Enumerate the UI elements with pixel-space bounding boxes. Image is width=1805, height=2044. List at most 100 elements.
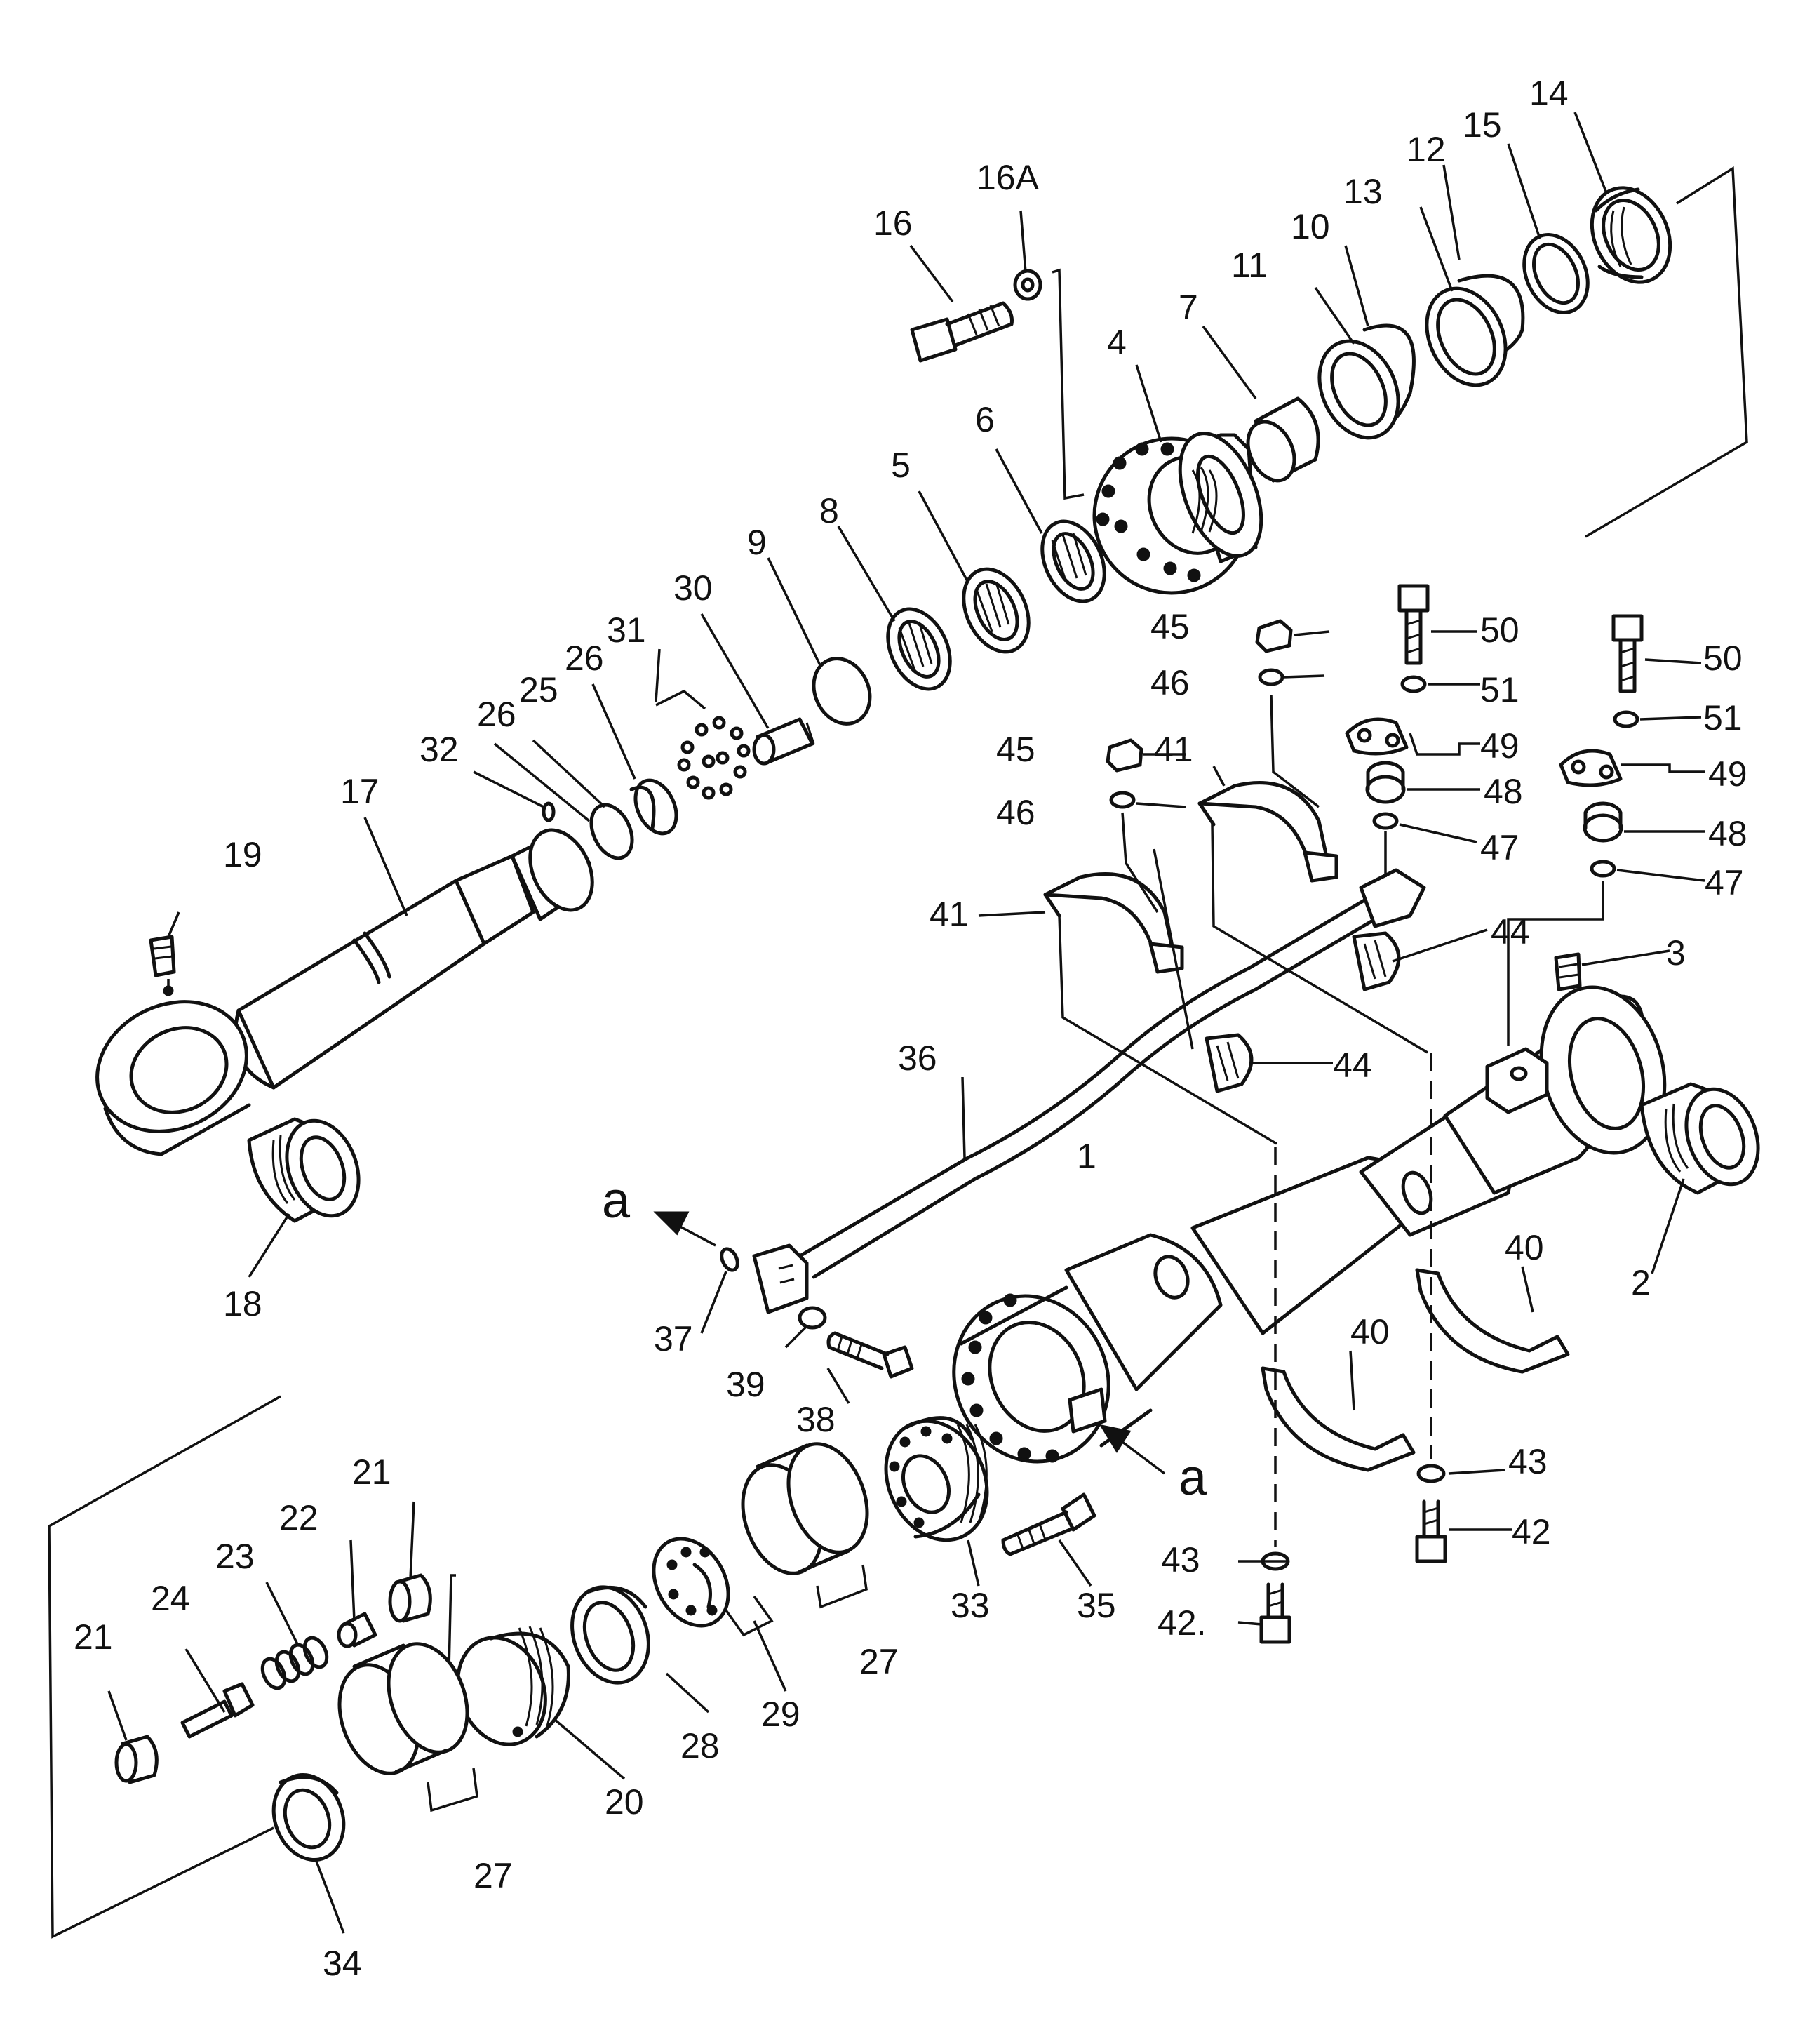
callout-21-bottom: 21 [74,1617,113,1657]
callout-5: 5 [891,446,911,485]
part-2-bushing [1639,1082,1760,1195]
callout-18: 18 [223,1284,262,1323]
callout-25: 25 [519,670,558,709]
part-4-cylinder-head [1092,432,1263,595]
callout-41-lower: 41 [930,895,969,934]
part-12-ring [1457,274,1525,352]
part-15-ring [1522,233,1590,314]
part-46-washer-lower [1109,791,1136,809]
callout-21-top: 21 [352,1452,391,1492]
callout-35: 35 [1077,1586,1116,1625]
part-35-bolt [1001,1492,1096,1556]
callout-51-lower: 51 [1703,698,1743,737]
part-27-lower-bracket [427,1768,478,1812]
part-19-grease-fitting [149,935,176,977]
part-31-balls [677,716,751,800]
part-50-bolt-lower [1611,614,1644,693]
callout-50-upper: 50 [1480,610,1519,650]
part-26-ring-left [589,803,634,860]
clamp41-ref-upper [1211,824,1428,1054]
callout-49-lower: 49 [1708,754,1747,794]
callout-23: 23 [215,1537,255,1576]
part-48-spacer-lower [1583,801,1623,843]
part-40-band-right [1415,1268,1570,1374]
part-33-piston [884,1416,989,1542]
callout-39: 39 [726,1365,765,1404]
part-7-bushing [1246,396,1320,483]
callout-19: 19 [223,835,262,874]
callout-a-right: a [1179,1450,1207,1506]
part-45-nut-upper [1255,619,1293,653]
part-27-ring-lower [337,1642,469,1775]
callout-labels: 1 2 3 4 5 6 7 8 9 10 11 12 13 14 15 16 1… [74,74,1747,1983]
callout-34: 34 [323,1944,362,1983]
clamp-lower-link [1121,812,1159,913]
arrow-a-left [653,1211,716,1247]
part-21-collar-left [114,1735,159,1784]
callout-8: 8 [819,491,839,530]
part-16-bolt [910,301,1014,363]
part-51-washer-upper [1400,675,1427,693]
clamp41-ref-lower [1058,915,1277,1145]
callout-50-lower: 50 [1703,639,1743,678]
callout-29: 29 [761,1695,800,1734]
part-6-ring [1040,519,1106,603]
callout-44-lower: 44 [1333,1046,1372,1085]
part-40-band-left [1261,1366,1416,1472]
callout-2: 2 [1631,1263,1651,1302]
part-24-valve [180,1682,255,1739]
callout-47-lower: 47 [1705,863,1744,902]
callout-4: 4 [1107,323,1127,362]
callout-30: 30 [673,568,713,608]
callout-10: 10 [1291,207,1330,246]
part-47-oring-lower [1590,860,1616,878]
part-50-bolt-upper [1397,584,1430,665]
callout-13: 13 [1343,172,1383,211]
part-51-washer-lower [1613,710,1639,728]
part-9-o-ring [812,657,872,726]
part-36-pipe [752,868,1426,1314]
callout-46-lower: 46 [996,793,1035,832]
callout-6: 6 [975,400,995,439]
callout-40-left: 40 [1350,1312,1390,1351]
callout-16: 16 [873,203,913,243]
callout-16a: 16A [977,158,1040,197]
part-16a-washer [1013,269,1042,301]
callout-43-right: 43 [1508,1442,1548,1481]
callout-27-lower: 27 [474,1856,513,1895]
flange-lower-link [1507,881,1604,1046]
part-27-upper-bracket [816,1564,868,1609]
callout-15: 15 [1463,105,1502,145]
part-41-clamp-upper [1197,781,1338,883]
callout-27-upper: 27 [859,1642,899,1681]
callout-41-upper: 41 [1154,730,1193,769]
part-14-dust-seal [1590,186,1672,284]
callout-a-left: a [602,1173,631,1229]
part-26-ring-right [633,778,678,836]
callout-44-upper: 44 [1491,912,1530,951]
callout-26-left: 26 [477,695,516,734]
part-30-plunger [752,717,815,766]
callout-43-left: 43 [1161,1540,1200,1579]
part-49-split-flange-upper [1345,717,1409,756]
part-20-piston [456,1626,570,1746]
callout-24: 24 [151,1579,190,1618]
callout-9: 9 [747,523,767,562]
arrow-a-right [1099,1424,1166,1475]
part-23-spring [260,1636,329,1690]
callout-45-upper: 45 [1150,607,1190,646]
callout-1: 1 [1077,1137,1096,1176]
part-27-ring-upper [741,1442,869,1575]
part-29-bracket [725,1595,774,1637]
part-39-washer [798,1306,827,1330]
bottom-group-bracket [48,1395,281,1939]
part-18-bushing [247,1117,361,1223]
callout-47-upper: 47 [1480,828,1519,867]
part-10-ring [1362,323,1416,420]
part-37-o-ring [720,1247,739,1272]
head-bolt-bracket [1052,268,1085,500]
callout-36: 36 [898,1038,937,1078]
callout-42-left: 42. [1158,1603,1207,1643]
callout-26-right: 26 [565,639,604,678]
